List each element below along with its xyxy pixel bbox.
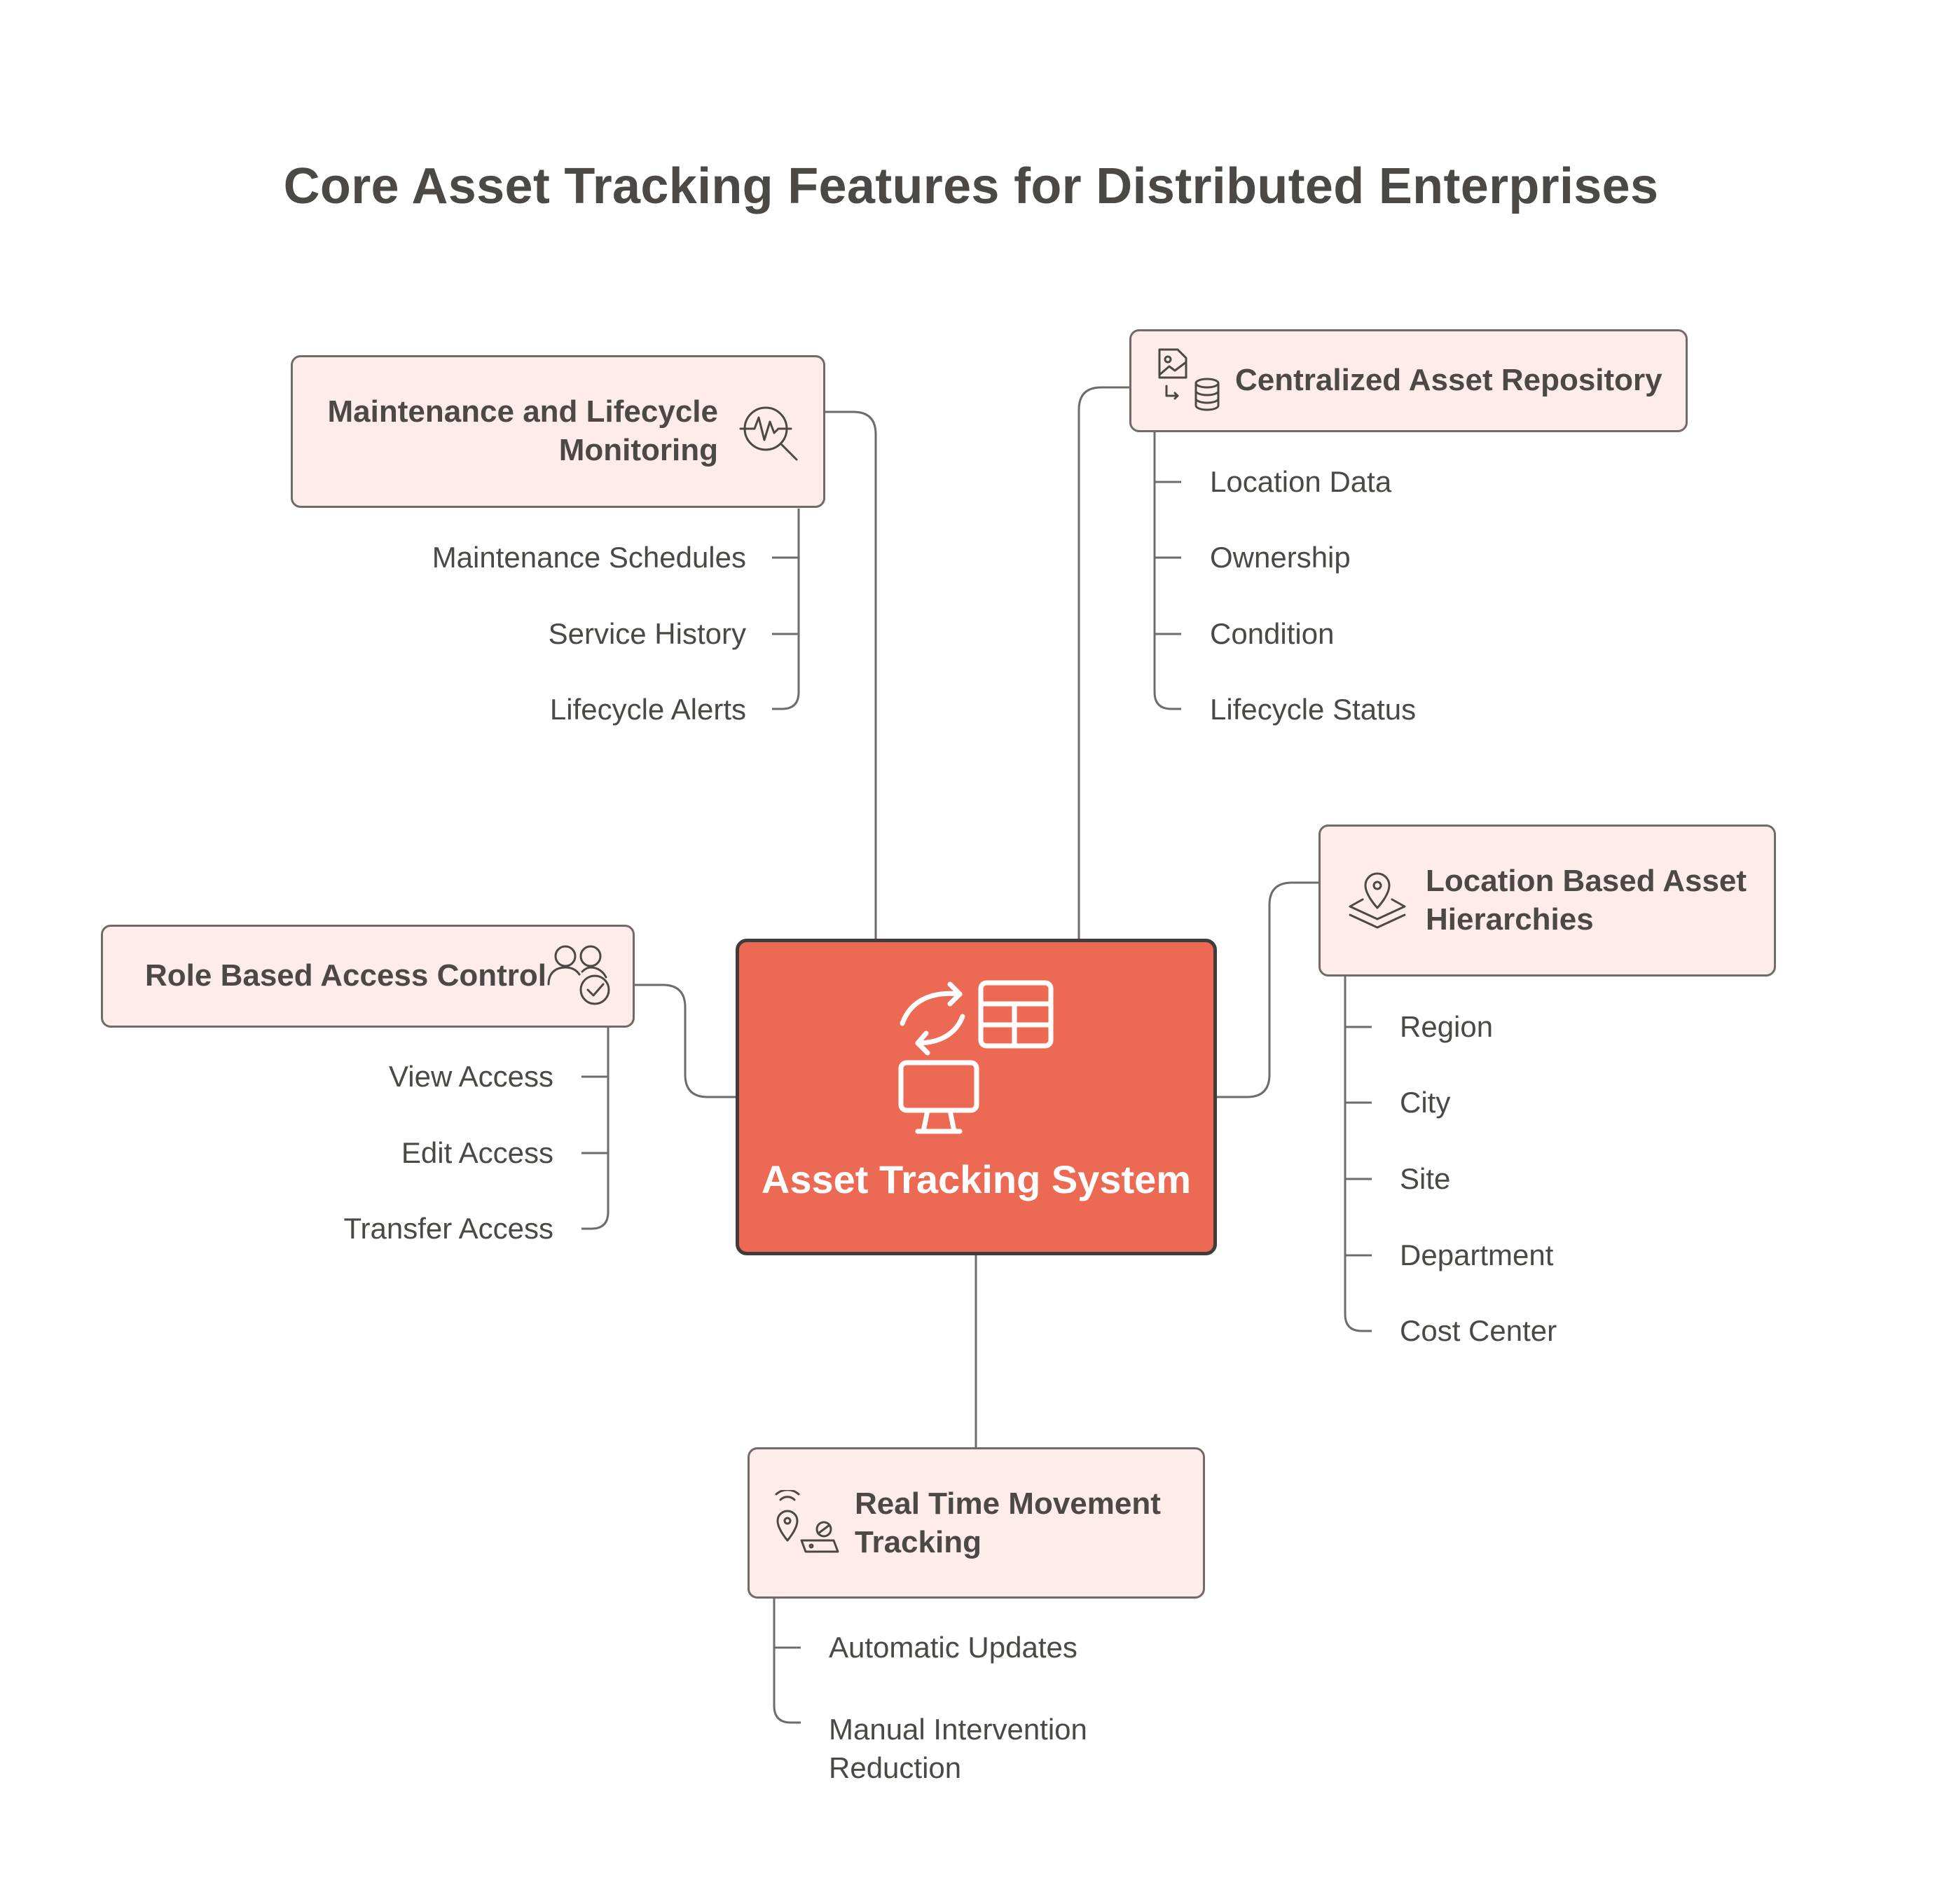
users-check-icon bbox=[547, 945, 610, 1005]
node-maintenance-label-line1: Maintenance and Lifecycle bbox=[327, 394, 718, 429]
realtime-item: Manual Intervention bbox=[829, 1713, 1087, 1746]
connector-repository bbox=[1077, 386, 1129, 939]
sync-table-monitor-icon bbox=[898, 980, 1054, 1134]
central-node-label: Asset Tracking System bbox=[761, 1157, 1192, 1201]
maintenance-item: Lifecycle Alerts bbox=[549, 693, 746, 726]
tree-rbac bbox=[581, 1028, 610, 1230]
node-maintenance: Maintenance and Lifecycle Monitoring bbox=[291, 355, 825, 508]
repository-item: Ownership bbox=[1210, 541, 1351, 574]
node-location: Location Based Asset Hierarchies bbox=[1318, 825, 1776, 977]
realtime-item: Automatic Updates bbox=[829, 1631, 1077, 1664]
node-realtime: Real Time Movement Tracking bbox=[748, 1447, 1205, 1599]
connector-rbac bbox=[635, 984, 736, 1098]
node-repository-label: Centralized Asset Repository bbox=[1235, 363, 1662, 397]
node-maintenance-label-line2: Monitoring bbox=[558, 433, 718, 467]
location-item: City bbox=[1400, 1086, 1451, 1119]
maintenance-item: Maintenance Schedules bbox=[432, 541, 746, 574]
rbac-item: Transfer Access bbox=[343, 1212, 553, 1245]
repository-item: Condition bbox=[1210, 617, 1335, 650]
central-node: Asset Tracking System bbox=[736, 939, 1217, 1255]
map-pin-layers-icon bbox=[1349, 872, 1406, 929]
tree-maintenance bbox=[772, 509, 800, 710]
tree-realtime bbox=[773, 1598, 801, 1724]
activity-search-icon bbox=[739, 406, 798, 461]
connector-location bbox=[1217, 881, 1318, 1098]
location-signal-icon bbox=[775, 1490, 839, 1553]
node-location-label-line2: Hierarchies bbox=[1426, 902, 1594, 937]
rbac-item: Edit Access bbox=[401, 1136, 553, 1169]
node-realtime-label-line2: Tracking bbox=[855, 1525, 982, 1559]
maintenance-item: Service History bbox=[548, 617, 746, 650]
node-location-label-line1: Location Based Asset bbox=[1426, 864, 1747, 898]
tree-repository bbox=[1153, 432, 1181, 710]
connector-maintenance bbox=[825, 411, 877, 939]
location-item: Department bbox=[1400, 1239, 1554, 1271]
location-item: Cost Center bbox=[1400, 1314, 1557, 1347]
diagram-title: Core Asset Tracking Features for Distrib… bbox=[283, 158, 1659, 214]
repository-item: Lifecycle Status bbox=[1210, 693, 1417, 726]
node-repository: Centralized Asset Repository bbox=[1129, 329, 1688, 432]
location-item: Region bbox=[1400, 1010, 1494, 1043]
image-database-icon bbox=[1158, 348, 1220, 411]
realtime-item: Reduction bbox=[829, 1751, 962, 1784]
tree-location bbox=[1344, 976, 1372, 1332]
location-item: Site bbox=[1400, 1162, 1451, 1195]
node-realtime-label-line1: Real Time Movement bbox=[855, 1486, 1161, 1521]
node-rbac-label: Role Based Access Control bbox=[145, 958, 546, 993]
rbac-item: View Access bbox=[389, 1060, 553, 1093]
repository-item: Location Data bbox=[1210, 465, 1392, 498]
node-rbac: Role Based Access Control bbox=[101, 925, 635, 1028]
